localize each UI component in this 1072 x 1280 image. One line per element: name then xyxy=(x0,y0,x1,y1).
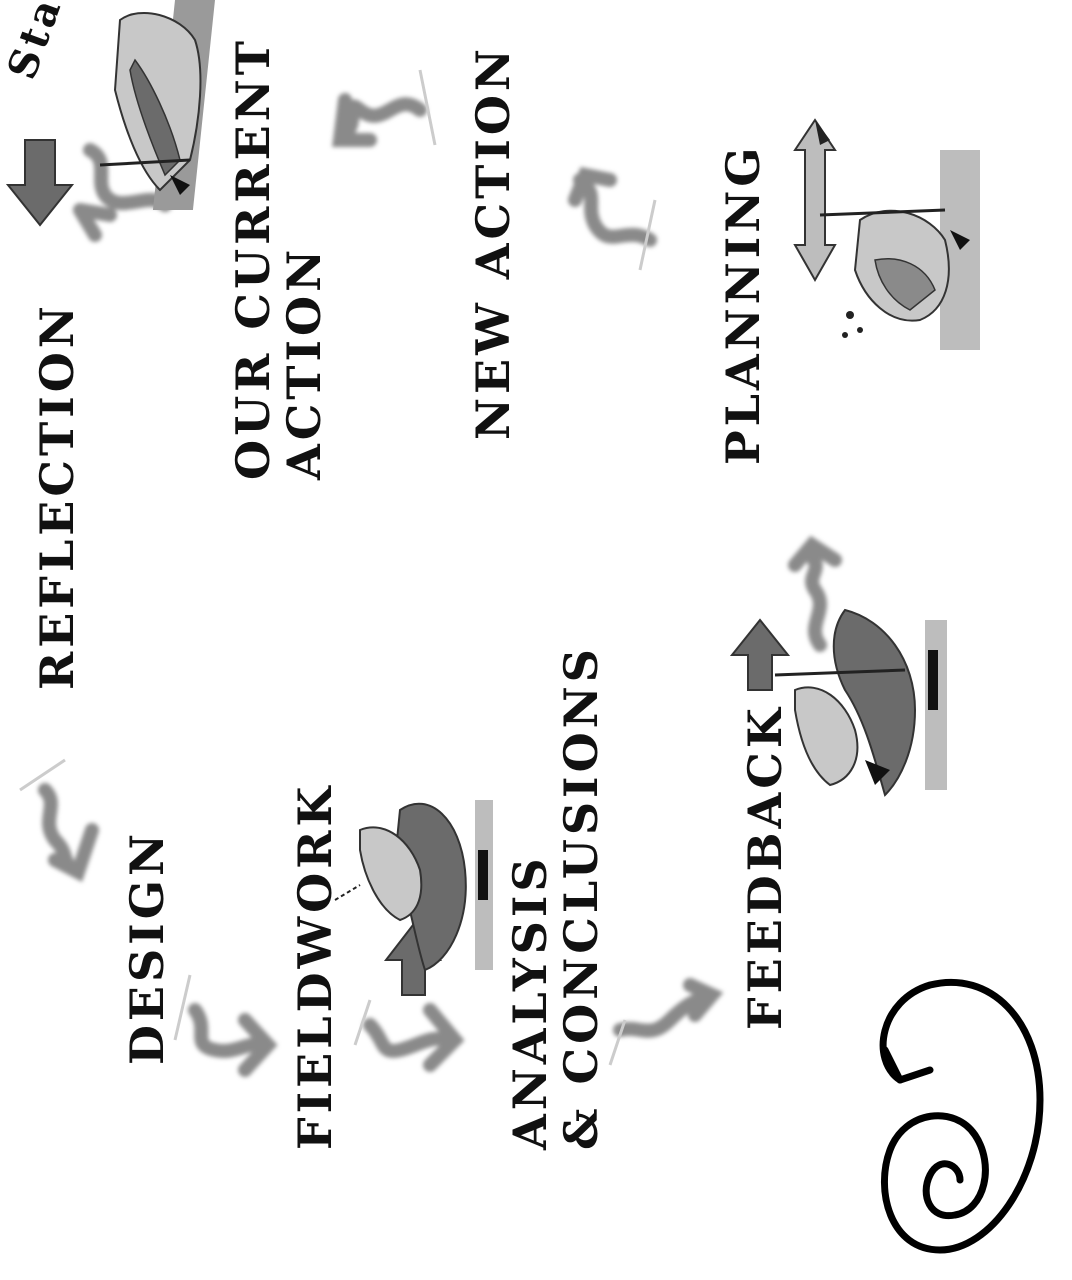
figure-feedback xyxy=(775,600,965,810)
figure-planning xyxy=(820,140,1000,370)
down-arrow-icon xyxy=(8,140,72,225)
figure-fieldwork xyxy=(330,790,500,990)
figure-reflection xyxy=(80,0,320,220)
spiral-icon xyxy=(860,930,1060,1270)
